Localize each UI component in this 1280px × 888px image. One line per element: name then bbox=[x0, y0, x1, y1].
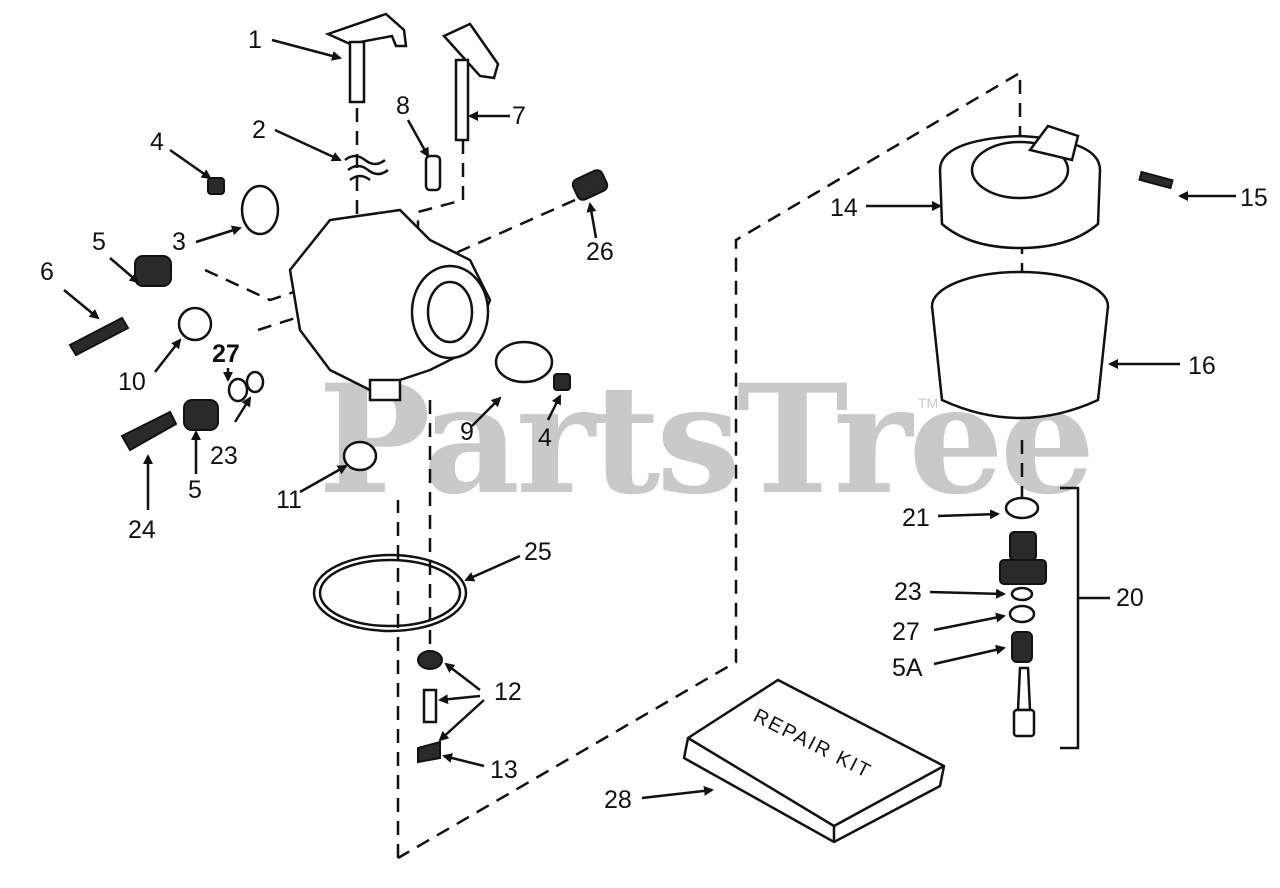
callout-13: 13 bbox=[490, 756, 518, 784]
spring-part bbox=[1011, 631, 1033, 663]
callout-15: 15 bbox=[1240, 184, 1268, 212]
screw-part bbox=[207, 177, 225, 195]
callout-leaders bbox=[63, 38, 1236, 800]
callout-8: 8 bbox=[396, 92, 410, 120]
callout-5A: 5A bbox=[892, 654, 923, 682]
washer-part bbox=[1004, 496, 1040, 520]
callout-25: 25 bbox=[524, 538, 552, 566]
spring-part bbox=[134, 255, 219, 431]
callout-14: 14 bbox=[830, 194, 858, 222]
callout-24: 24 bbox=[128, 516, 156, 544]
assembly-20-bracket bbox=[1060, 486, 1080, 750]
spring-part bbox=[344, 154, 389, 182]
callout-5: 5 bbox=[92, 228, 106, 256]
float-pin-part bbox=[1138, 170, 1174, 190]
throttle-plate-part bbox=[240, 184, 280, 236]
callout-20: 20 bbox=[1116, 584, 1144, 612]
callout-10: 10 bbox=[118, 368, 146, 396]
dashed-guide-plug bbox=[204, 268, 301, 302]
dashed-guide-fitting bbox=[439, 198, 576, 262]
callout-11: 11 bbox=[276, 486, 302, 514]
needle-part bbox=[1012, 666, 1036, 738]
clip-part bbox=[417, 740, 441, 764]
callout-26: 26 bbox=[586, 238, 614, 266]
repair-kit-part: REPAIR KIT bbox=[682, 678, 946, 844]
o-ring-part bbox=[1008, 604, 1036, 624]
callout-7: 7 bbox=[512, 102, 526, 130]
idle-needle-part bbox=[68, 316, 130, 357]
callout-21: 21 bbox=[902, 504, 930, 532]
callout-3: 3 bbox=[172, 228, 186, 256]
float-valve-part bbox=[417, 650, 443, 724]
pin-part bbox=[424, 154, 442, 192]
choke-shaft-part bbox=[441, 22, 500, 142]
float-part bbox=[938, 124, 1102, 250]
bowl-gasket-inner bbox=[318, 558, 462, 628]
float-bowl-part bbox=[930, 270, 1110, 420]
o-ring-part bbox=[245, 370, 265, 394]
callout-12: 12 bbox=[494, 678, 522, 706]
callout-28: 28 bbox=[604, 786, 632, 814]
callout-2: 2 bbox=[252, 116, 266, 144]
dashed-assembly-boundary bbox=[397, 72, 1019, 860]
washer-part bbox=[227, 377, 249, 403]
fitting-part bbox=[571, 169, 609, 201]
washer-part bbox=[1010, 586, 1034, 602]
callout-4: 4 bbox=[150, 128, 164, 156]
callout-23: 23 bbox=[210, 442, 238, 470]
choke-plate-part bbox=[494, 340, 554, 384]
screw-part bbox=[553, 373, 571, 391]
callout-9: 9 bbox=[460, 418, 474, 446]
welch-plug-part bbox=[177, 306, 213, 342]
bowl-gasket-part bbox=[312, 553, 468, 633]
callout-4: 4 bbox=[538, 424, 552, 452]
plug-part bbox=[342, 440, 378, 472]
callout-labels: 1 2 3 4 4 5 5 6 7 8 9 10 11 12 13 14 15 … bbox=[40, 26, 1268, 814]
throttle-shaft-part bbox=[324, 12, 408, 104]
callout-6: 6 bbox=[40, 258, 54, 286]
callout-16: 16 bbox=[1188, 352, 1216, 380]
main-needle-part bbox=[120, 410, 178, 452]
callout-23: 23 bbox=[894, 578, 922, 606]
watermark-trademark: TM bbox=[918, 395, 938, 411]
main-jet-nut-part bbox=[999, 531, 1047, 585]
callout-5: 5 bbox=[188, 476, 202, 504]
callout-27: 27 bbox=[892, 618, 920, 646]
callout-1: 1 bbox=[248, 26, 262, 54]
callout-27: 27 bbox=[212, 340, 240, 368]
carburetor-body-part bbox=[288, 208, 492, 402]
